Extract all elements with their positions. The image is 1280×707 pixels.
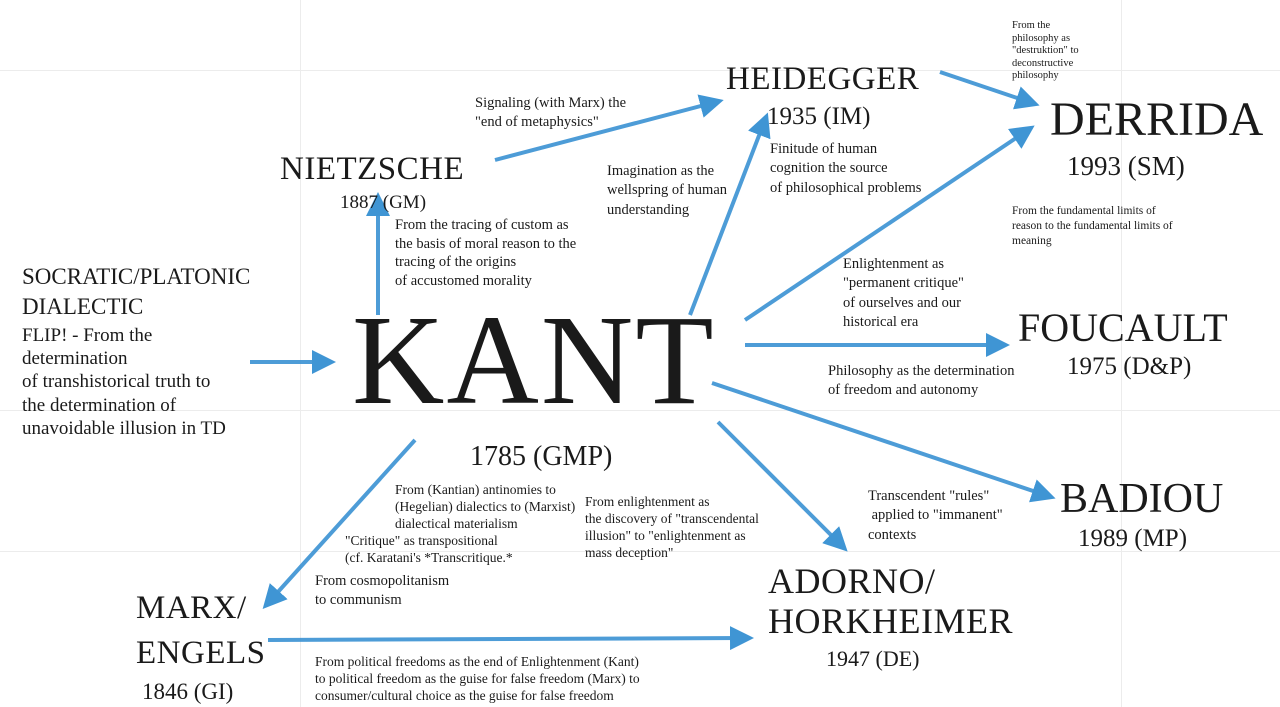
- foucault-date: 1975 (D&P): [1067, 353, 1192, 380]
- note-kant-derrida: From the fundamental limits of reason to…: [1012, 205, 1173, 247]
- nietzsche-name: NIETZSCHE: [280, 151, 465, 187]
- derrida-date: 1993 (SM): [1067, 151, 1185, 181]
- note-nietzsche-heidegger: Signaling (with Marx) the "end of metaph…: [475, 95, 627, 131]
- marx-date: 1846 (GI): [142, 679, 234, 704]
- note-marx-3: From cosmopolitanism to communism: [315, 573, 450, 609]
- note-marx-adorno: From political freedoms as the end of En…: [315, 654, 640, 703]
- arrow-kant-adorno: [716, 420, 848, 552]
- note-adorno: From enlightenment as the discovery of "…: [585, 494, 759, 560]
- grid-line: [0, 70, 1280, 71]
- socratic-name: SOCRATIC/PLATONIC DIALECTIC: [22, 264, 251, 319]
- nietzsche-date: 1887 (GM): [340, 192, 427, 213]
- adorno-name: ADORNO/ HORKHEIMER: [768, 561, 1013, 641]
- note-marx-2: "Critique" as transpositional (cf. Karat…: [345, 533, 513, 565]
- adorno-date: 1947 (DE): [826, 646, 920, 671]
- note-heidegger: Finitude of human cognition the source o…: [770, 141, 922, 196]
- note-kant-nietzsche: From the tracing of custom as the basis …: [395, 217, 577, 289]
- socratic-text: FLIP! - From the determination of transh…: [22, 325, 226, 439]
- note-kant-heidegger: Imagination as the wellspring of human u…: [607, 163, 728, 218]
- kant-name: KANT: [352, 289, 716, 431]
- arrow-kant-badiou: [711, 381, 1056, 503]
- marx-name: MARX/ ENGELS: [136, 590, 266, 671]
- grid-line: [0, 410, 1280, 411]
- arrow-kant-derrida: [743, 125, 1035, 322]
- grid-line: [0, 551, 1280, 552]
- note-badiou: Transcendent "rules" applied to "immanen…: [868, 488, 1003, 543]
- note-foucault-2: Philosophy as the determination of freed…: [828, 363, 1015, 399]
- foucault-name: FOUCAULT: [1018, 305, 1228, 350]
- badiou-name: BADIOU: [1060, 476, 1224, 522]
- grid-line: [300, 0, 301, 707]
- heidegger-date: 1935 (IM): [767, 103, 871, 130]
- badiou-date: 1989 (MP): [1078, 525, 1188, 552]
- derrida-name: DERRIDA: [1050, 93, 1264, 146]
- arrow-kant-marx: [262, 438, 417, 609]
- arrow-kant-heidegger: [688, 112, 771, 316]
- note-foucault-1: Enlightenment as "permanent critique" of…: [843, 256, 964, 330]
- note-marx-1: From (Kantian) antinomies to (Hegelian) …: [395, 482, 576, 531]
- arrow-marx-adorno: [267, 626, 754, 651]
- arrow-nietzsche-heidegger: [494, 94, 724, 162]
- grid-line: [1121, 0, 1122, 707]
- note-heidegger-derrida: From the philosophy as "destruktion" to …: [1012, 20, 1079, 82]
- arrow-heidegger-derrida: [939, 70, 1040, 110]
- kant-date: 1785 (GMP): [470, 441, 613, 472]
- heidegger-name: HEIDEGGER: [726, 61, 920, 97]
